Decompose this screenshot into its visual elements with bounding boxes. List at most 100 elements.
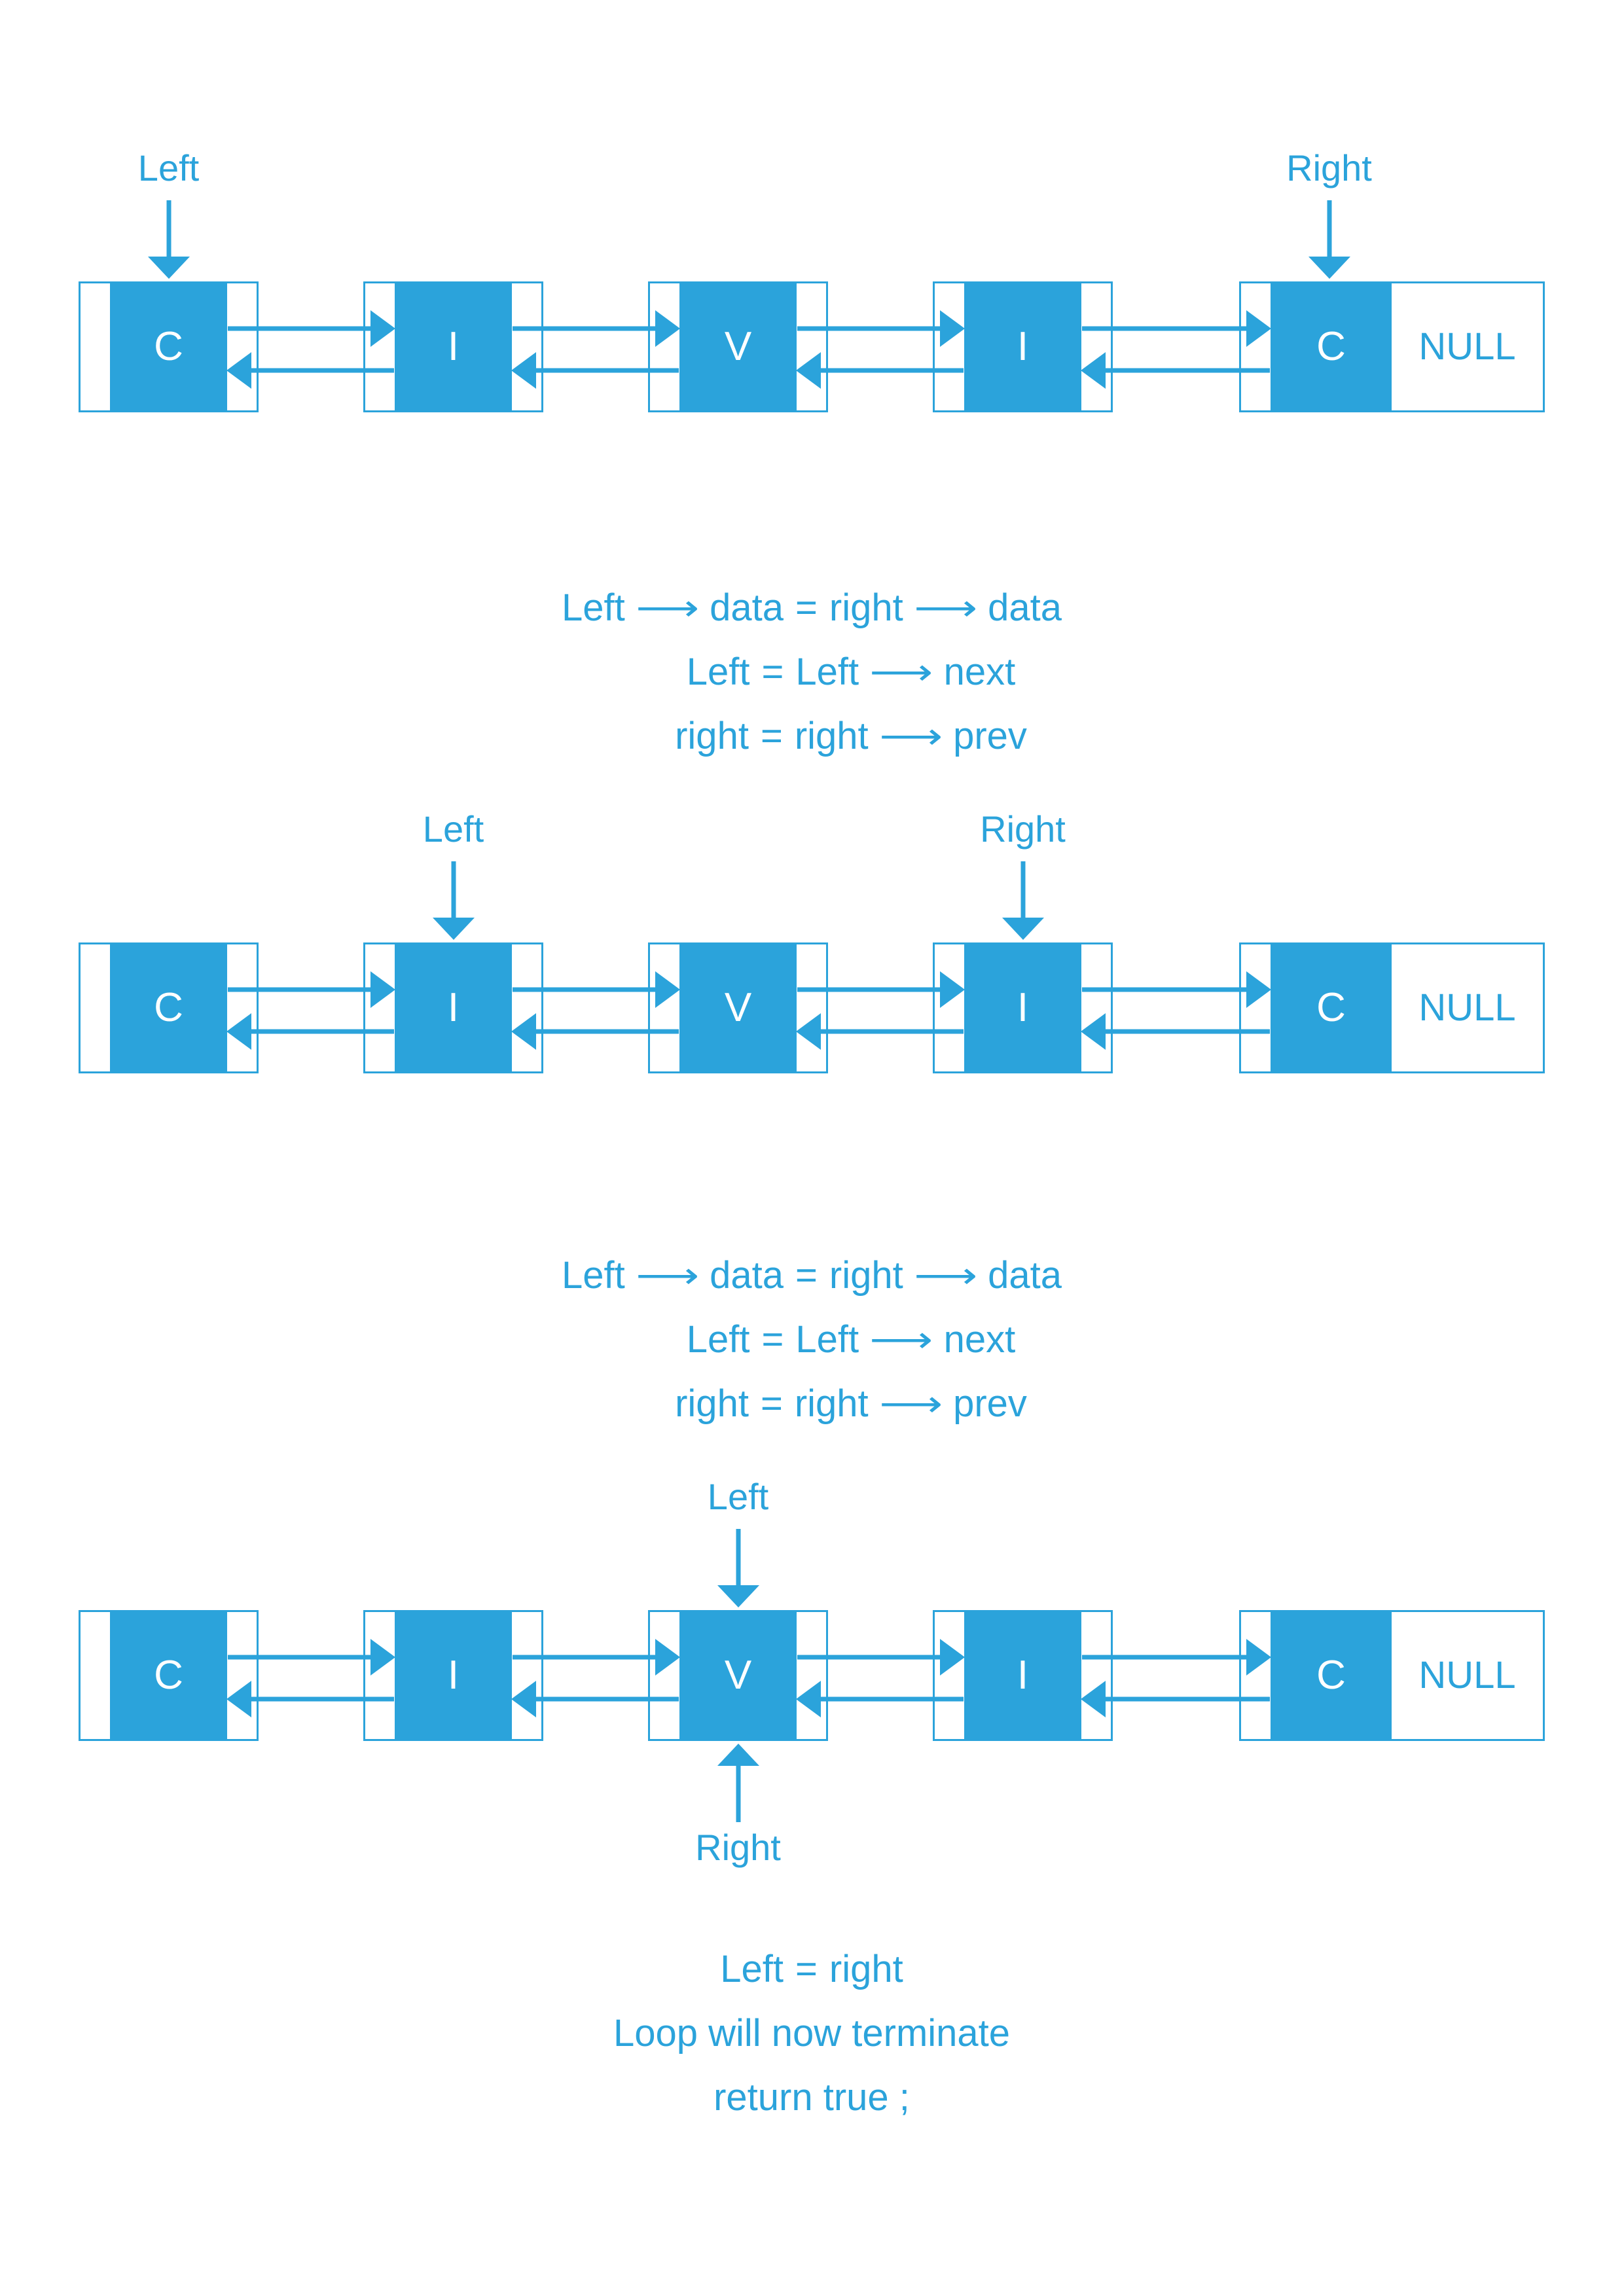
node-value: C	[1271, 283, 1392, 410]
node-value: I	[395, 944, 512, 1071]
node-value: V	[679, 1612, 797, 1739]
pointer-label-right: Right	[1286, 147, 1372, 188]
pointer-arrow-down	[432, 861, 475, 940]
pseudocode-token: right	[794, 1382, 869, 1425]
node-prev-port	[81, 944, 110, 1071]
pseudocode-token: =	[761, 1318, 784, 1361]
node-next-port	[797, 944, 826, 1071]
list-node: V	[648, 1610, 828, 1741]
list-node: V	[648, 281, 828, 412]
node-next-port	[512, 283, 541, 410]
node-prev-port	[81, 1612, 110, 1739]
pseudocode-line: Left⟶data=right⟶data	[223, 576, 1401, 640]
node-next-port	[227, 1612, 257, 1739]
node-value: V	[679, 283, 797, 410]
node-value: C	[1271, 1612, 1392, 1739]
node-value: V	[679, 944, 797, 1071]
node-value: C	[110, 944, 227, 1071]
pseudocode-token: right	[829, 1948, 903, 1990]
node-value: C	[1271, 944, 1392, 1071]
arrow-icon: ⟶	[914, 1256, 977, 1295]
node-next-port	[797, 283, 826, 410]
pseudocode-line: Left=Left⟶next	[223, 1308, 1401, 1372]
arrow-icon: ⟶	[878, 717, 943, 756]
node-prev-port	[365, 283, 395, 410]
pointer-arrow-up	[717, 1744, 759, 1822]
pointer-arrow-down	[1001, 861, 1044, 940]
list-node: I	[933, 942, 1113, 1073]
pseudocode-line: right=right⟶prev	[223, 704, 1401, 768]
pseudocode-token: data	[710, 586, 784, 629]
pointer-label-left: Left	[422, 808, 484, 850]
pseudocode-token: right	[829, 586, 903, 629]
pointer-label-right: Right	[695, 1827, 781, 1868]
pseudocode-token: Left	[561, 586, 625, 629]
pseudocode-line: Left=right	[223, 1937, 1401, 2001]
arrow-icon: ⟶	[914, 588, 977, 628]
pointer-label-right: Right	[980, 808, 1066, 850]
node-prev-port	[1241, 944, 1271, 1071]
pseudocode-token: Left	[720, 1948, 784, 1990]
node-value: I	[964, 1612, 1081, 1739]
pseudocode-token: right	[829, 1254, 903, 1297]
arrow-icon: ⟶	[869, 653, 933, 692]
node-null-label: NULL	[1392, 1612, 1543, 1739]
pseudocode-token: Left	[561, 1254, 625, 1297]
node-prev-port	[365, 944, 395, 1071]
node-prev-port	[650, 283, 679, 410]
pseudocode-token: right	[794, 715, 869, 757]
pseudocode-line: Left⟶data=right⟶data	[223, 1244, 1401, 1308]
pseudocode-token: =	[760, 1382, 783, 1425]
node-value: C	[110, 1612, 227, 1739]
node-next-port	[227, 283, 257, 410]
arrow-icon: ⟶	[636, 588, 699, 628]
node-next-port	[1081, 283, 1111, 410]
pseudocode-token: right	[675, 715, 749, 757]
list-node: C	[79, 281, 259, 412]
pseudocode-token: data	[988, 586, 1062, 629]
node-null-label: NULL	[1392, 283, 1543, 410]
pseudocode-line: Left=Left⟶next	[223, 640, 1401, 704]
node-prev-port	[650, 944, 679, 1071]
node-null-label: NULL	[1392, 944, 1543, 1071]
node-next-port	[1081, 944, 1111, 1071]
node-prev-port	[935, 1612, 964, 1739]
pointer-arrow-down	[1308, 200, 1350, 279]
pseudocode-token: right	[675, 1382, 749, 1425]
arrow-icon: ⟶	[878, 1384, 943, 1424]
arrow-icon: ⟶	[636, 1256, 699, 1295]
node-prev-port	[650, 1612, 679, 1739]
node-prev-port	[1241, 283, 1271, 410]
node-value: I	[964, 283, 1081, 410]
node-value: I	[964, 944, 1081, 1071]
node-value: I	[395, 283, 512, 410]
pseudocode-line: return true ;	[713, 2076, 910, 2119]
node-prev-port	[1241, 1612, 1271, 1739]
pointer-label-left: Left	[707, 1476, 769, 1517]
pseudocode-token: next	[943, 1318, 1016, 1361]
pseudocode-token: prev	[953, 1382, 1027, 1425]
node-value: C	[110, 283, 227, 410]
list-node: I	[933, 1610, 1113, 1741]
node-next-port	[512, 944, 541, 1071]
node-prev-port	[365, 1612, 395, 1739]
node-next-port	[797, 1612, 826, 1739]
list-node: V	[648, 942, 828, 1073]
node-prev-port	[935, 283, 964, 410]
pseudocode-token: data	[988, 1254, 1062, 1297]
node-next-port	[227, 944, 257, 1071]
pseudocode-token: data	[710, 1254, 784, 1297]
list-node: I	[363, 281, 543, 412]
list-node: I	[363, 942, 543, 1073]
node-next-port	[1081, 1612, 1111, 1739]
pointer-arrow-down	[147, 200, 190, 279]
pseudocode-token: Left	[795, 1318, 859, 1361]
list-node: C	[79, 942, 259, 1073]
